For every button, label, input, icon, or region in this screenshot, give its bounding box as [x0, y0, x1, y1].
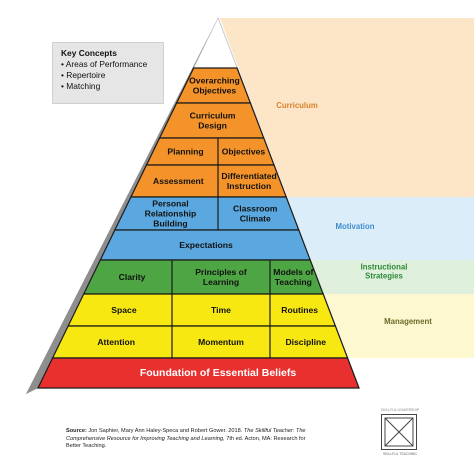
key-concepts-box: Key Concepts • Areas of Performance • Re…	[52, 42, 164, 104]
management-label: Management	[384, 317, 432, 326]
layer-cell-label: Clarity	[119, 272, 146, 282]
pyramid-layer-9: Attention Momentum Discipline	[51, 325, 349, 359]
layer-cell-label: Assessment	[153, 176, 204, 186]
layer-cell-label: Planning	[167, 147, 203, 157]
foundation-label: Foundation of Essential Beliefs	[140, 367, 297, 379]
foundation-layer: Foundation of Essential Beliefs	[37, 357, 360, 389]
pyramid-side-shade	[26, 18, 218, 394]
logo-top-text: SKILLFUL LEADERSHIP	[381, 408, 419, 412]
layer-cell-label: Discipline	[285, 337, 326, 347]
key-concepts-title: Key Concepts	[61, 48, 117, 58]
key-concept-item: • Areas of Performance	[61, 59, 148, 69]
motivation-label: Motivation	[336, 222, 375, 231]
pyramid-layer-8: Space Time Routines	[67, 293, 337, 327]
layer-cell-label: Routines	[281, 305, 318, 315]
key-concept-item: • Matching	[61, 81, 101, 91]
curriculum-band	[220, 18, 474, 197]
layer-cell-label: Space	[111, 305, 137, 315]
layer-cell-label: Expectations	[179, 240, 233, 250]
key-concept-item: • Repertoire	[61, 70, 106, 80]
curriculum-label: Curriculum	[276, 101, 318, 110]
pyramid-layer-3: Planning Objectives	[145, 137, 275, 166]
pyramid-layer-6: Expectations	[99, 229, 312, 261]
layer-cell-label: Time	[211, 305, 231, 315]
source-citation: Source: Jon Saphier, Mary Ann Haley-Spec…	[66, 428, 306, 449]
layer-cell-label: Attention	[97, 337, 135, 347]
logo-caption: SKILLFUL TEACHING	[383, 452, 417, 456]
layer-cell-label: Objectives	[222, 147, 266, 157]
layer-cell-label: Momentum	[198, 337, 244, 347]
skillful-teaching-logo	[381, 414, 417, 450]
logo-x-mark	[384, 417, 414, 447]
